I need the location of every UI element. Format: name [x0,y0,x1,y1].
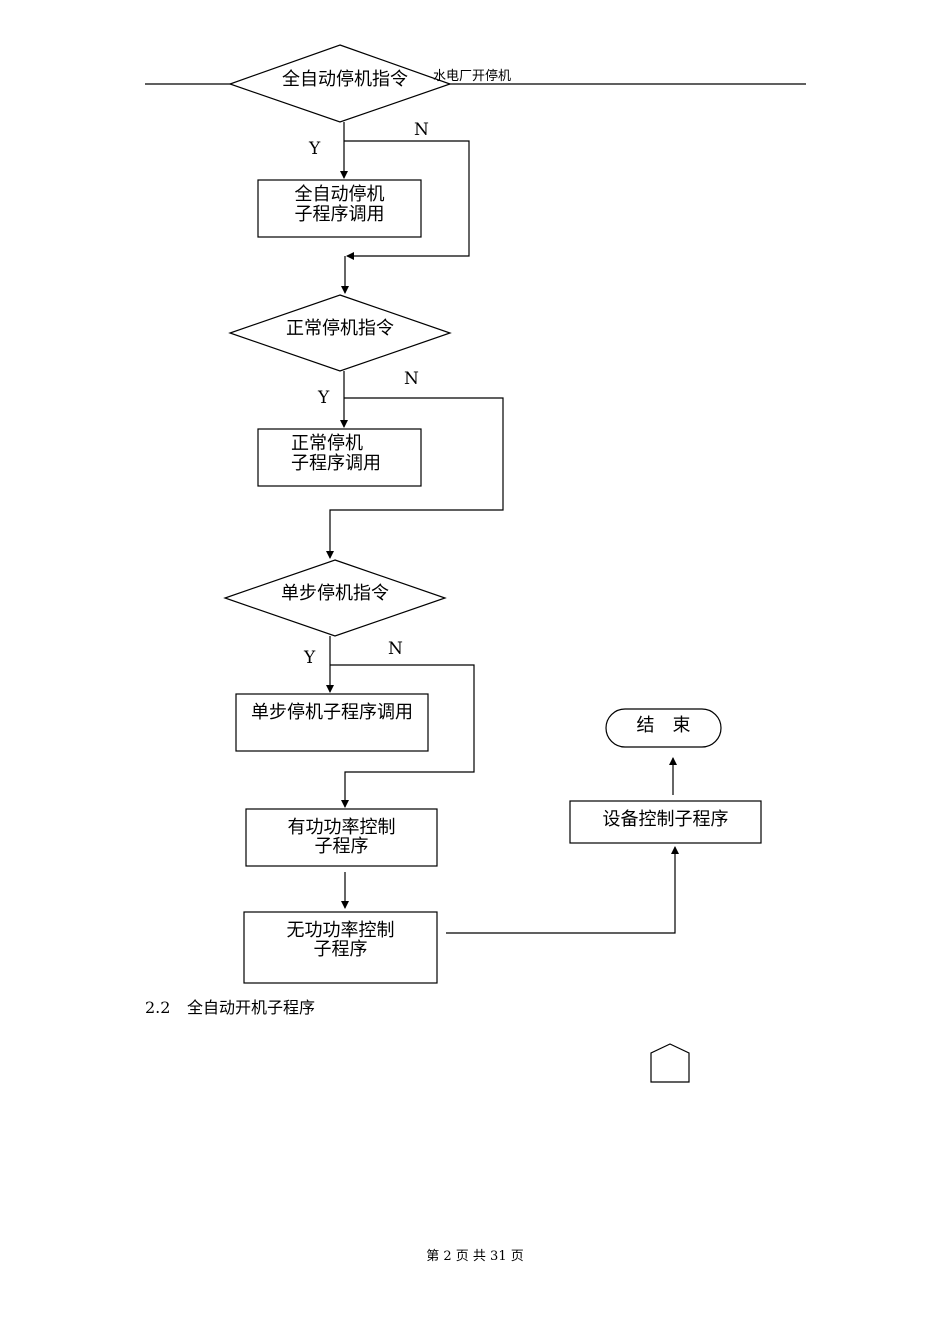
decision-step-stop [223,559,447,637]
edge-normal-no [326,397,504,559]
no-label: N [388,639,403,659]
page-footer: 第 2 页 共 31 页 [426,1249,524,1264]
next-start-terminal [650,1043,690,1083]
edge-step-no [330,664,475,808]
proc-reactive-power [243,911,438,984]
proc-step-stop [235,693,429,752]
decision-auto-stop [228,44,452,123]
proc-device-control [569,800,762,844]
yes-label: Y [309,139,321,159]
proc-device-control-label: 设备控制子程序 [602,809,729,830]
yes-label: Y [304,648,316,668]
proc-reactive-power-line1: 无功功率控制 [286,920,395,941]
terminal-end [605,708,722,748]
terminal-end-label: 结 束 [636,715,691,736]
decision-normal-stop-label: 正常停机指令 [286,318,394,339]
proc-auto-stop-line2: 子程序调用 [294,204,385,225]
section-number: 2.2 [145,998,171,1017]
proc-auto-stop-line1: 全自动停机 [294,184,385,205]
proc-normal-stop-line2: 子程序调用 [291,453,381,474]
proc-active-power-line2: 子程序 [314,836,369,857]
proc-normal-stop-line1: 正常停机 [291,433,363,454]
no-label: N [414,120,429,140]
proc-active-power [245,808,438,867]
decision-step-stop-label: 单步停机指令 [281,583,389,604]
proc-normal-stop [257,428,422,487]
no-label: N [404,369,419,389]
proc-auto-stop [257,179,422,238]
proc-step-stop-label: 单步停机子程序调用 [251,702,413,723]
yes-label: Y [318,388,330,408]
proc-reactive-power-line2: 子程序 [313,939,368,960]
header-title: 水电厂开停机 [433,69,512,84]
edge-reactive-to-device [446,846,679,934]
decision-auto-stop-label: 全自动停机指令 [282,69,408,90]
edge-auto-no [344,140,470,260]
decision-normal-stop [228,294,452,372]
section-title: 全自动开机子程序 [187,998,316,1017]
proc-active-power-line1: 有功功率控制 [287,817,396,838]
